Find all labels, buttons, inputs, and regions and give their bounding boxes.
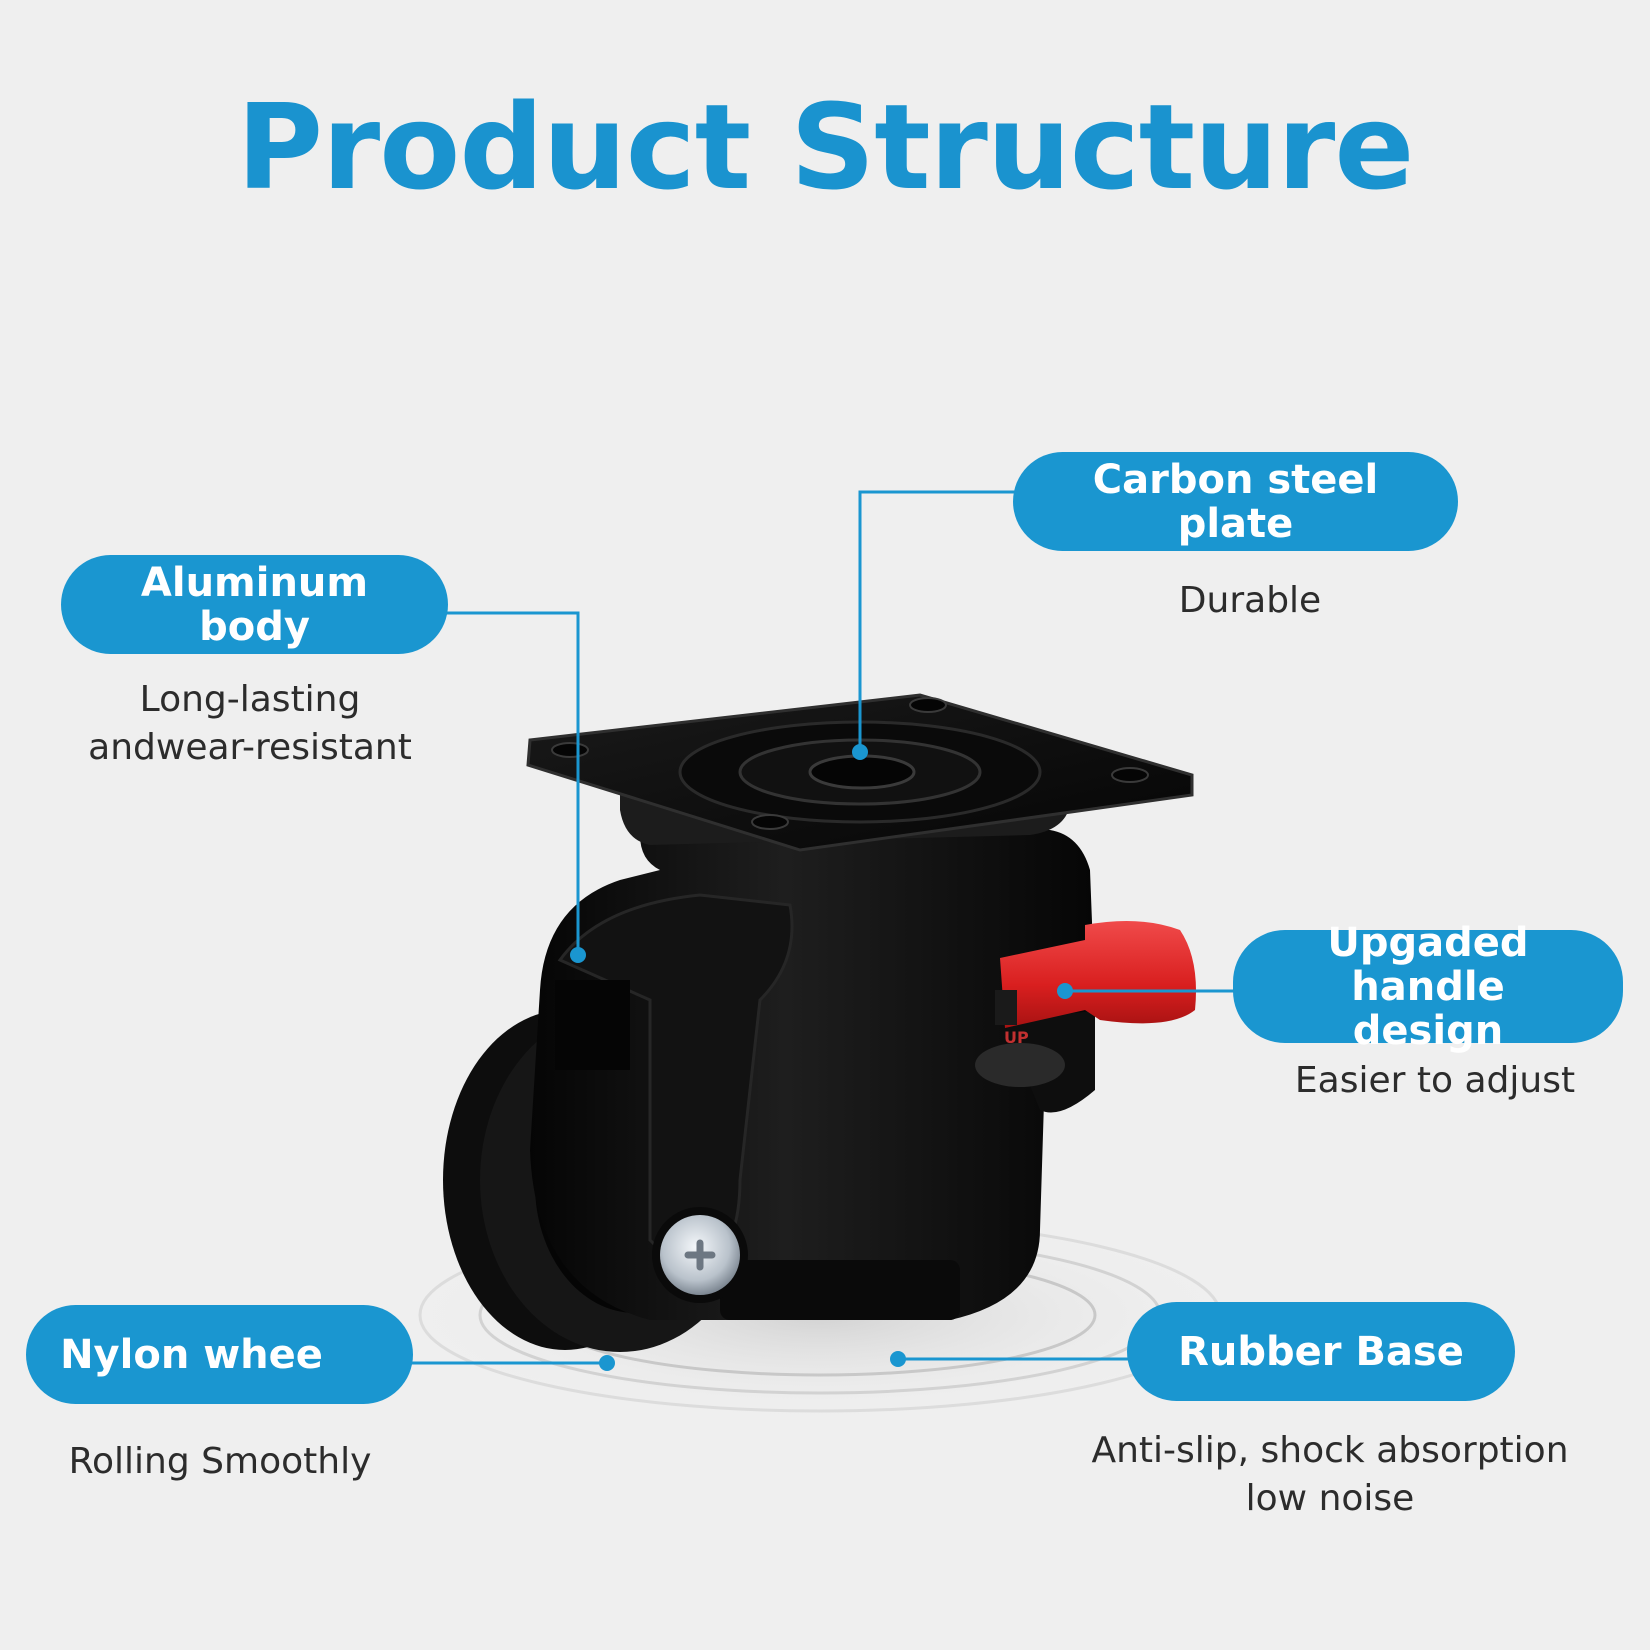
carbon-desc-line-1: Durable [1178, 580, 1322, 621]
aluminum-body-label: Aluminum body [61, 555, 448, 654]
nylon-desc-line-1: Rolling Smoothly [68, 1441, 372, 1482]
handle-label-line-1: Upgaded handle [1327, 919, 1529, 1010]
handle-design-label: Upgaded handle design [1233, 921, 1623, 1053]
rubber-desc-line-2: low noise [1245, 1478, 1415, 1519]
callout-dots [570, 744, 1073, 1371]
handle-design-desc: Easier to adjust [1270, 1057, 1600, 1105]
aluminum-body-desc: Long-lasting andwear-resistant [60, 676, 440, 772]
callout-leader-lines [410, 490, 1235, 1365]
aluminum-desc-line-2: andwear-resistant [88, 727, 412, 768]
nylon-wheel-label: Nylon whee [26, 1305, 413, 1404]
aluminum-desc-line-1: Long-lasting [139, 679, 361, 720]
handle-desc-line-1: Easier to adjust [1294, 1060, 1576, 1101]
wheel-bolt-icon [652, 1207, 748, 1303]
nylon-wheel-desc: Rolling Smoothly [50, 1438, 390, 1486]
aluminum-body [530, 830, 1095, 1320]
handle-label-line-2: design [1352, 1007, 1504, 1054]
adjust-handle: UP [995, 921, 1196, 1047]
rubber-base-label: Rubber Base [1127, 1302, 1515, 1401]
carbon-steel-plate-desc: Durable [1100, 577, 1400, 625]
rubber-desc-line-1: Anti-slip, shock absorption [1091, 1430, 1569, 1471]
rubber-base-desc: Anti-slip, shock absorption low noise [1080, 1427, 1580, 1523]
handle-up-marking: UP [1004, 1028, 1029, 1047]
carbon-steel-plate-label: Carbon steel plate [1013, 452, 1458, 551]
page-title: Product Structure [236, 78, 1415, 216]
carbon-steel-plate [526, 693, 1194, 852]
